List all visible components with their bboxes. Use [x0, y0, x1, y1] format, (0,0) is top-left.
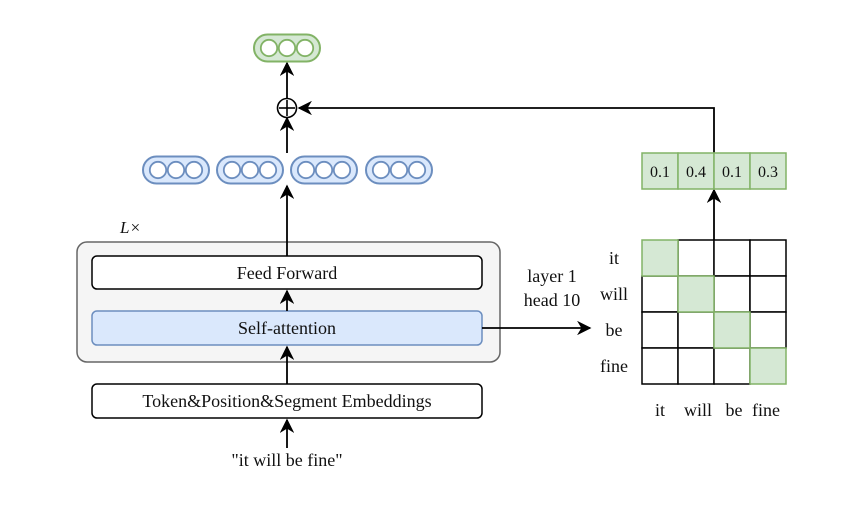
vector-unit: [259, 38, 279, 58]
vector-unit: [148, 160, 168, 180]
matrix-cell: [641, 275, 679, 313]
output-vector: [253, 33, 321, 63]
embedding-label: Token&Position&Segment Embeddings: [142, 391, 431, 411]
vector-unit: [296, 160, 316, 180]
attention-matrix: [641, 239, 787, 385]
vector-unit: [314, 160, 334, 180]
col-label: be: [726, 400, 743, 420]
weight-cell: [749, 152, 787, 190]
token-vector: [365, 155, 433, 185]
matrix-cell: [677, 311, 715, 349]
vector-unit: [332, 160, 352, 180]
vector-unit: [371, 160, 391, 180]
layer-label: layer 1: [527, 266, 576, 286]
matrix-row-labels: it will be fine: [600, 248, 628, 376]
head-label: head 10: [524, 290, 580, 310]
weight-cell: [641, 152, 679, 190]
token-output-vectors: [142, 155, 433, 185]
col-label: it: [655, 400, 665, 420]
matrix-cell-highlighted: [749, 347, 787, 385]
vector-unit: [240, 160, 260, 180]
weight-value: 0.4: [686, 164, 706, 181]
weight-value: 0.3: [758, 164, 778, 181]
token-vector: [216, 155, 284, 185]
col-label: fine: [752, 400, 780, 420]
matrix-cell: [677, 239, 715, 277]
row-label: will: [600, 284, 628, 304]
row-label: be: [606, 320, 623, 340]
self-attention-label: Self-attention: [238, 318, 336, 338]
attention-weights-row: 0.1 0.4 0.1 0.3: [641, 152, 787, 190]
vector-unit: [295, 38, 315, 58]
weight-value: 0.1: [722, 164, 742, 181]
row-label: it: [609, 248, 619, 268]
col-label: will: [684, 400, 712, 420]
matrix-cell: [641, 347, 679, 385]
matrix-cell: [749, 311, 787, 349]
arrow-weights-to-add: [297, 100, 715, 153]
vector-unit: [389, 160, 409, 180]
vector-unit: [166, 160, 186, 180]
matrix-cell: [713, 275, 751, 313]
matrix-cell: [713, 347, 751, 385]
vector-unit: [184, 160, 204, 180]
feed-forward-label: Feed Forward: [237, 263, 337, 283]
vector-unit: [258, 160, 278, 180]
vector-unit: [277, 38, 297, 58]
vector-unit: [222, 160, 242, 180]
row-label: fine: [600, 356, 628, 376]
final-output-vector: [253, 33, 321, 63]
matrix-cell: [641, 311, 679, 349]
weight-value: 0.1: [650, 164, 670, 181]
matrix-cell: [677, 347, 715, 385]
vector-unit: [407, 160, 427, 180]
token-vector: [142, 155, 210, 185]
matrix-cell-highlighted: [713, 311, 751, 349]
weight-cell: [677, 152, 715, 190]
repeat-label: L×: [119, 218, 141, 237]
input-text: "it will be fine": [231, 450, 342, 470]
matrix-cell-highlighted: [641, 239, 679, 277]
token-vector: [290, 155, 358, 185]
matrix-cell: [749, 239, 787, 277]
matrix-cell: [749, 275, 787, 313]
matrix-cell-highlighted: [677, 275, 715, 313]
matrix-cell: [713, 239, 751, 277]
